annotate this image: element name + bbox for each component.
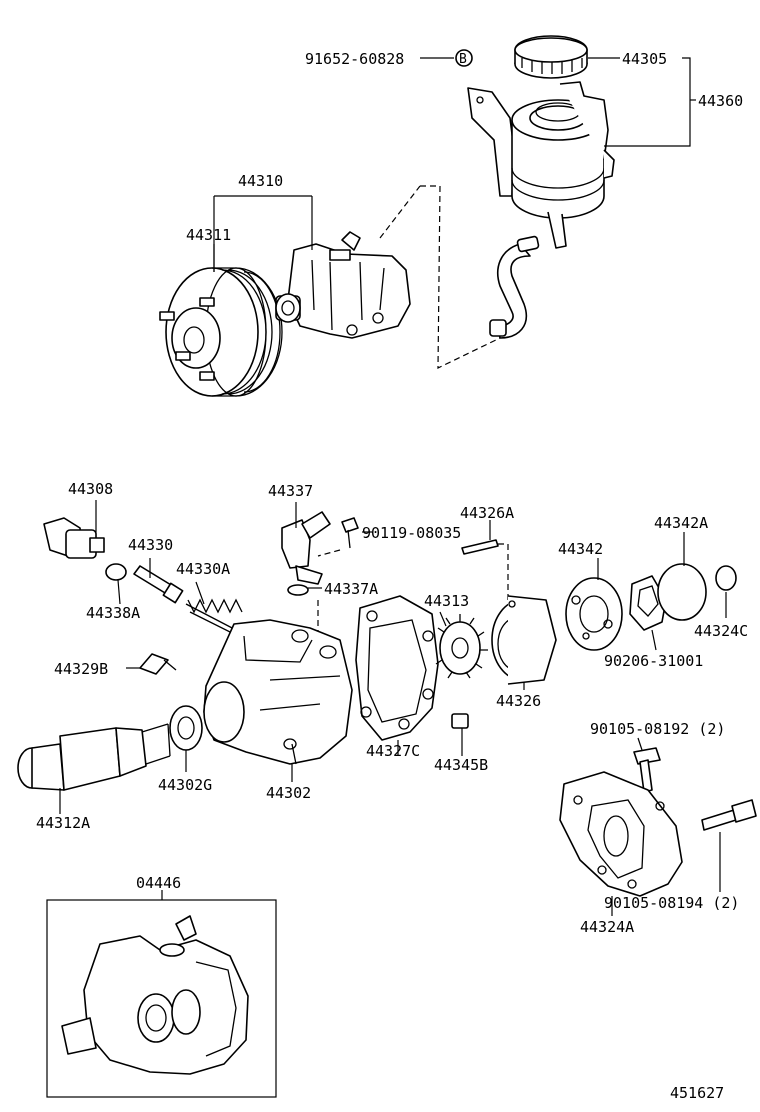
o-ring-44342A <box>657 563 707 621</box>
bolt-90105-08194 <box>701 799 757 831</box>
power-steering-pump <box>275 231 411 339</box>
bolt-90105-08192 <box>633 747 661 793</box>
label-44338A: 44338A <box>86 604 140 622</box>
label-44360: 44360 <box>698 92 743 110</box>
label-44302: 44302 <box>266 784 311 802</box>
label-44330: 44330 <box>128 536 173 554</box>
label-44310: 44310 <box>238 172 283 190</box>
label-44342: 44342 <box>558 540 603 558</box>
pin-44326A <box>461 539 499 555</box>
part-44308-fitting <box>43 517 105 559</box>
label-44311: 44311 <box>186 226 231 244</box>
gasket-44327C <box>355 595 439 741</box>
label-44337: 44337 <box>268 482 313 500</box>
label-44324C: 44324C <box>694 622 748 640</box>
label-44345B: 44345B <box>434 756 488 774</box>
pulley <box>159 267 283 397</box>
plate-44342 <box>565 577 623 651</box>
label-44326A: 44326A <box>460 504 514 522</box>
seal-90206 <box>629 575 667 631</box>
label-44305: 44305 <box>622 50 667 68</box>
diagram-id: 451627 <box>670 1084 724 1102</box>
shaft-44312A <box>17 723 171 791</box>
bolt-90119 <box>341 517 359 549</box>
part-44329B <box>139 653 177 675</box>
cam-ring-44326 <box>491 595 557 685</box>
o-ring-44338A <box>105 563 127 581</box>
label-44324A: 44324A <box>580 918 634 936</box>
label-90105-08192: 90105-08192 (2) <box>590 720 725 738</box>
label-90206-31001: 90206-31001 <box>604 652 703 670</box>
label-04446: 04446 <box>136 874 181 892</box>
label-44302G: 44302G <box>158 776 212 794</box>
reservoir-hose <box>489 235 540 339</box>
label-44312A: 44312A <box>36 814 90 832</box>
o-ring-44324C <box>715 565 737 591</box>
label-44342A: 44342A <box>654 514 708 532</box>
label-44337A: 44337A <box>324 580 378 598</box>
label-44308: 44308 <box>68 480 113 498</box>
label-90119-08035: 90119-08035 <box>362 524 461 542</box>
bolt-marker: B <box>459 52 467 67</box>
rear-housing-44324A <box>559 771 683 897</box>
vane-44345B <box>451 713 469 729</box>
insert-assembly <box>46 899 277 1098</box>
flow-valve-44330 <box>133 565 184 604</box>
reservoir-cap <box>514 35 588 79</box>
part-44337-union <box>281 511 331 585</box>
label-44313: 44313 <box>424 592 469 610</box>
bearing-44302G <box>169 705 203 751</box>
rotor-44313 <box>435 614 488 679</box>
o-ring-44337A <box>287 584 309 596</box>
pump-body-44302 <box>203 619 353 765</box>
label-44329B: 44329B <box>54 660 108 678</box>
label-44330A: 44330A <box>176 560 230 578</box>
label-90105-08194: 90105-08194 (2) <box>604 894 739 912</box>
label-91652-60828: 91652-60828 <box>305 50 404 68</box>
label-44326: 44326 <box>496 692 541 710</box>
label-44327C: 44327C <box>366 742 420 760</box>
reservoir-tank <box>467 81 615 249</box>
leader-lines <box>59 49 727 916</box>
